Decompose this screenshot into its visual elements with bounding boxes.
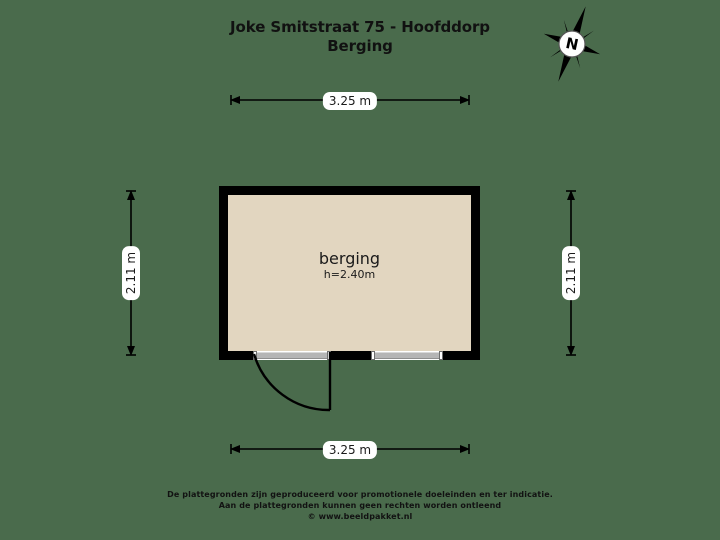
room-walls: berging h=2.40m bbox=[219, 186, 480, 360]
dimension-right-height: 2.11 m bbox=[562, 190, 580, 356]
room-label-group: berging h=2.40m bbox=[228, 249, 471, 282]
window-jamb-left bbox=[371, 351, 375, 360]
dimension-top-label: 3.25 m bbox=[322, 92, 378, 110]
footer-line-2: Aan de plattegronden kunnen geen rechten… bbox=[218, 501, 502, 510]
window-glass-glyph bbox=[375, 352, 439, 359]
dimension-top-width: 3.25 m bbox=[230, 92, 470, 110]
window-jamb-right bbox=[439, 351, 443, 360]
dimension-left-label: 2.11 m bbox=[122, 245, 140, 301]
door-leaf-glyph bbox=[257, 352, 327, 359]
footer-line-3: © www.beeldpakket.nl bbox=[307, 512, 413, 521]
title-subtitle: Berging bbox=[327, 37, 393, 55]
dimension-bottom-label: 3.25 m bbox=[322, 441, 378, 459]
dimension-left-height: 2.11 m bbox=[122, 190, 140, 356]
compass-rose-icon: N bbox=[530, 2, 614, 86]
footer-line-1: De plattegronden zijn geproduceerd voor … bbox=[167, 490, 553, 499]
room-berging[interactable]: berging h=2.40m bbox=[228, 195, 471, 351]
room-ceiling-height: h=2.40m bbox=[323, 268, 376, 281]
compass-north-label: N bbox=[564, 34, 580, 54]
room-name: berging bbox=[318, 249, 381, 268]
footer-disclaimer: De plattegronden zijn geproduceerd voor … bbox=[0, 489, 720, 522]
dimension-right-label: 2.11 m bbox=[562, 245, 580, 301]
title-address: Joke Smitstraat 75 - Hoofddorp bbox=[230, 18, 490, 36]
door-swing-arc-icon bbox=[248, 352, 340, 416]
dimension-bottom-width: 3.25 m bbox=[230, 441, 470, 459]
window-opening[interactable] bbox=[371, 351, 443, 360]
page-title: Joke Smitstraat 75 - Hoofddorp Berging bbox=[0, 18, 720, 56]
